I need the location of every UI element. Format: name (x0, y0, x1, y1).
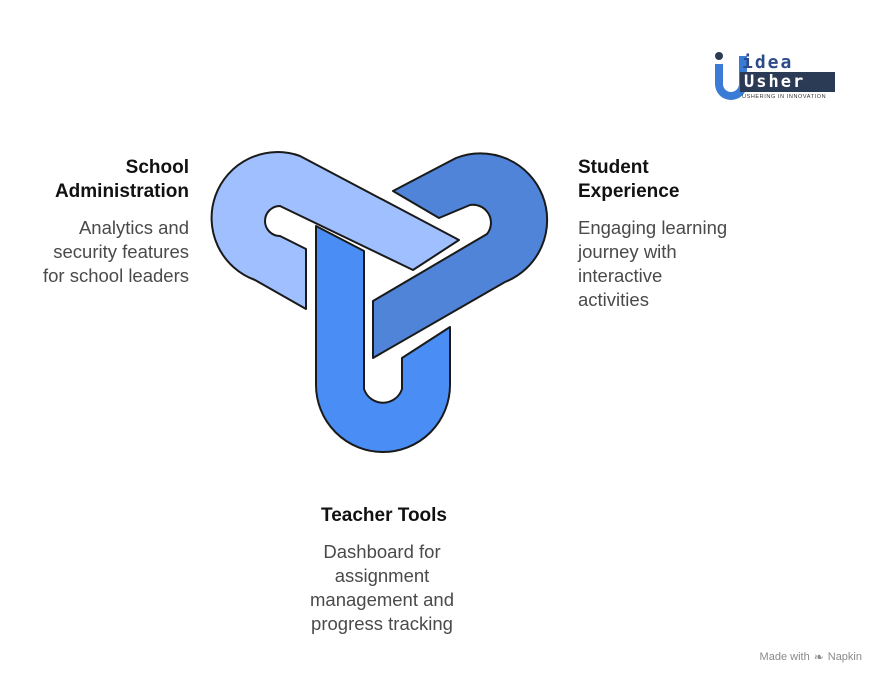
school-administration-title: School Administration (55, 156, 189, 204)
description-line: management and (310, 589, 454, 610)
student-experience-link (372, 152, 549, 359)
school-administration-description: Analytics and security features for scho… (43, 216, 189, 288)
description-line: assignment (334, 565, 430, 586)
school-administration-link (210, 151, 460, 310)
description-line: security features (53, 241, 189, 262)
napkin-icon: ❧ (813, 650, 824, 664)
description-line: Analytics and (78, 217, 189, 238)
description-line: Dashboard for (323, 541, 441, 562)
title-line: Experience (578, 181, 680, 202)
student-experience-title: Student Experience (578, 156, 679, 204)
title-line: Student (578, 157, 649, 178)
description-line: interactive (578, 265, 663, 286)
description-line: for school leaders (42, 265, 189, 286)
logo-mark-icon (715, 52, 747, 100)
student-experience-description: Engaging learning journey with interacti… (578, 216, 727, 312)
logo-usher-text: Usher (740, 72, 835, 92)
title-line: Teacher Tools (321, 505, 447, 526)
title-line: School (125, 157, 189, 178)
description-line: journey with (578, 241, 677, 262)
teacher-tools-link (315, 225, 451, 453)
teacher-tools-description: Dashboard for assignment management and … (272, 540, 492, 636)
description-line: activities (578, 289, 649, 310)
teacher-tools-title: Teacher Tools (284, 504, 484, 528)
napkin-brand: Napkin (827, 651, 862, 663)
description-line: Engaging learning (578, 217, 728, 238)
logo-idea-text: idea (742, 52, 794, 73)
title-line: Administration (54, 181, 189, 202)
logo-tagline: USHERING IN INNOVATION (742, 94, 827, 100)
description-line: progress tracking (311, 613, 453, 634)
made-with-label: Made with (759, 651, 810, 663)
idea-usher-logo: idea Usher USHERING IN INNOVATION (712, 50, 842, 105)
made-with-napkin[interactable]: Made with ❧ Napkin (760, 650, 862, 664)
